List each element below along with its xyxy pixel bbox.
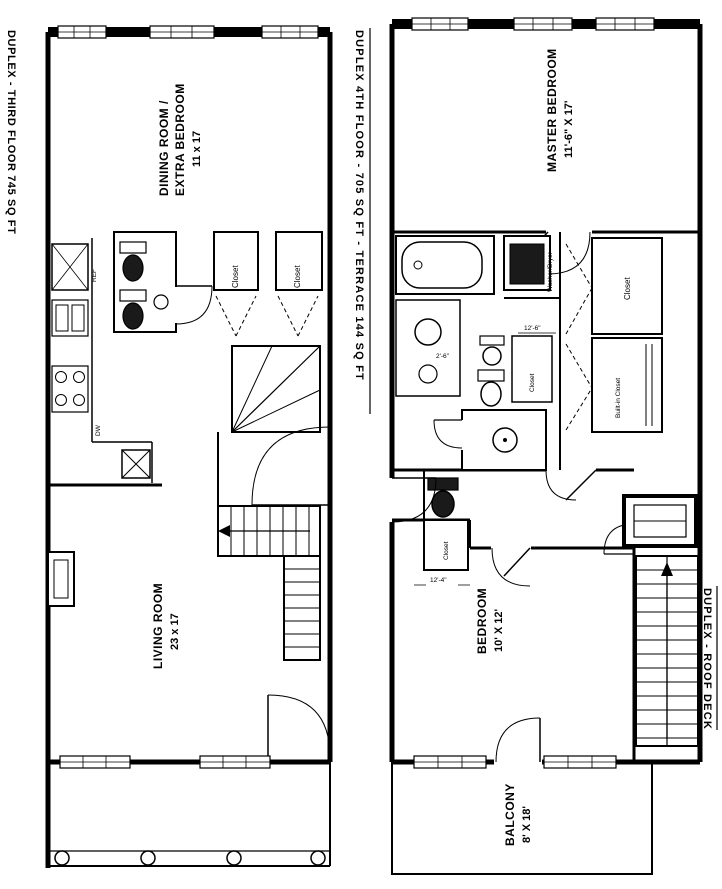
kitchen-sink-icon — [51, 299, 89, 337]
svg-text:Closet: Closet — [623, 277, 632, 300]
living-room-label: LIVING ROOM 23 x 17 — [151, 583, 181, 669]
door-swing — [267, 694, 331, 758]
stairs — [217, 345, 321, 661]
svg-text:23 x 17: 23 x 17 — [169, 613, 181, 650]
svg-text:10' X 12': 10' X 12' — [493, 608, 505, 652]
toilet-icon — [119, 241, 147, 282]
sink-icon — [479, 335, 505, 366]
column — [310, 850, 326, 866]
svg-text:Closet: Closet — [231, 265, 240, 288]
terrace — [48, 762, 331, 867]
fourth-floor-plan: DUPLEX 4TH FLOOR - 705 SQ FT - TERRACE 1… — [353, 17, 718, 875]
stair-arrow — [661, 562, 673, 576]
closet-a: Closet — [213, 231, 259, 337]
third-floor-top-windows — [48, 25, 330, 39]
window — [411, 17, 469, 31]
vanity-dim: 2'-6" — [436, 353, 450, 360]
dishwasher-label: DW — [95, 424, 102, 436]
kitchen: REF DW — [48, 238, 162, 487]
toilet-icon — [477, 369, 505, 407]
toilet-icon — [427, 477, 459, 518]
balcony: BALCONY 8' X 18' — [391, 762, 653, 875]
stair-shaft — [622, 494, 698, 548]
appliance-icon — [121, 449, 151, 479]
window — [413, 755, 487, 769]
door-swing — [391, 477, 437, 523]
fourth-floor-bottom-windows — [413, 717, 617, 769]
window — [149, 25, 215, 39]
svg-text:11'-6" X 17': 11'-6" X 17' — [563, 100, 575, 158]
column — [226, 850, 242, 866]
door-swing — [433, 419, 463, 449]
master-bedroom-label: MASTER BEDROOM 11'-6" X 17' — [545, 48, 575, 172]
window — [57, 25, 107, 39]
closet-hall: Closet — [511, 335, 553, 403]
window — [513, 17, 573, 31]
svg-text:12'-6": 12'-6" — [524, 325, 541, 332]
stairs — [635, 555, 699, 747]
vanity-icon: 2'-6" — [395, 299, 461, 397]
fridge-icon: REF — [51, 243, 98, 291]
svg-text:Closet: Closet — [443, 541, 450, 560]
window — [199, 755, 271, 769]
svg-text:Closet: Closet — [529, 373, 536, 392]
closet-bedroom: Closet — [423, 519, 469, 571]
door-swing — [495, 717, 541, 763]
closet-top: Closet — [565, 237, 663, 335]
window — [543, 755, 617, 769]
svg-text:MASTER BEDROOM: MASTER BEDROOM — [545, 48, 559, 172]
door-swing — [491, 547, 531, 587]
window — [595, 17, 655, 31]
svg-text:Closet: Closet — [293, 265, 302, 288]
third-floor-exterior-walls — [45, 29, 333, 868]
window — [261, 25, 319, 39]
bathroom — [113, 231, 213, 333]
svg-text:12'-4": 12'-4" — [430, 577, 447, 584]
closet-b: Closet — [275, 231, 323, 337]
third-floor-title: DUPLEX - THIRD FLOOR 745 SQ FT — [5, 30, 17, 234]
column — [140, 850, 156, 866]
svg-text:Built-in Closet: Built-in Closet — [615, 378, 622, 418]
door-swing — [545, 469, 597, 501]
svg-text:DINING ROOM /: DINING ROOM / — [157, 100, 171, 196]
svg-text:EXTRA BEDROOM: EXTRA BEDROOM — [173, 83, 187, 196]
fourth-floor-top-windows — [392, 17, 700, 31]
svg-text:8' X 18': 8' X 18' — [521, 806, 533, 843]
third-floor-plan: DUPLEX - THIRD FLOOR 745 SQ FT — [5, 25, 333, 868]
svg-text:Washer/Dryer: Washer/Dryer — [547, 251, 554, 292]
fourth-floor-title: DUPLEX 4TH FLOOR - 705 SQ FT - TERRACE 1… — [353, 30, 365, 381]
chimney — [47, 551, 75, 607]
door-swing — [251, 426, 331, 506]
svg-text:BEDROOM: BEDROOM — [475, 588, 489, 654]
washer-dryer-icon: Washer/Dryer — [503, 235, 554, 292]
column — [54, 850, 70, 866]
svg-text:LIVING ROOM: LIVING ROOM — [151, 583, 165, 669]
shower-drain-icon — [492, 427, 518, 453]
dining-room-label: DINING ROOM / EXTRA BEDROOM 11 x 17 — [157, 83, 203, 196]
sink-icon — [153, 294, 169, 310]
center-dimension: 12'-6" — [518, 325, 556, 334]
svg-text:REF: REF — [91, 269, 98, 282]
bedroom-dimension: 12'-4" — [414, 577, 470, 586]
shower-room — [433, 409, 547, 471]
svg-text:11 x 17: 11 x 17 — [191, 131, 203, 167]
bathtub-icon — [395, 235, 495, 295]
window — [59, 755, 131, 769]
built-in-closet: Built-in Closet — [565, 337, 663, 433]
balcony-label: BALCONY 8' X 18' — [503, 783, 533, 846]
stair-arrow — [218, 525, 230, 537]
bedroom-label: BEDROOM 10' X 12' — [475, 588, 505, 654]
toilet-icon — [119, 289, 147, 330]
stove-icon — [51, 365, 89, 413]
door-swing — [175, 285, 213, 325]
third-floor-bottom-windows — [59, 755, 271, 769]
svg-text:BALCONY: BALCONY — [503, 783, 517, 846]
roof-deck-title: DUPLEX - ROOF DECK — [701, 588, 713, 730]
